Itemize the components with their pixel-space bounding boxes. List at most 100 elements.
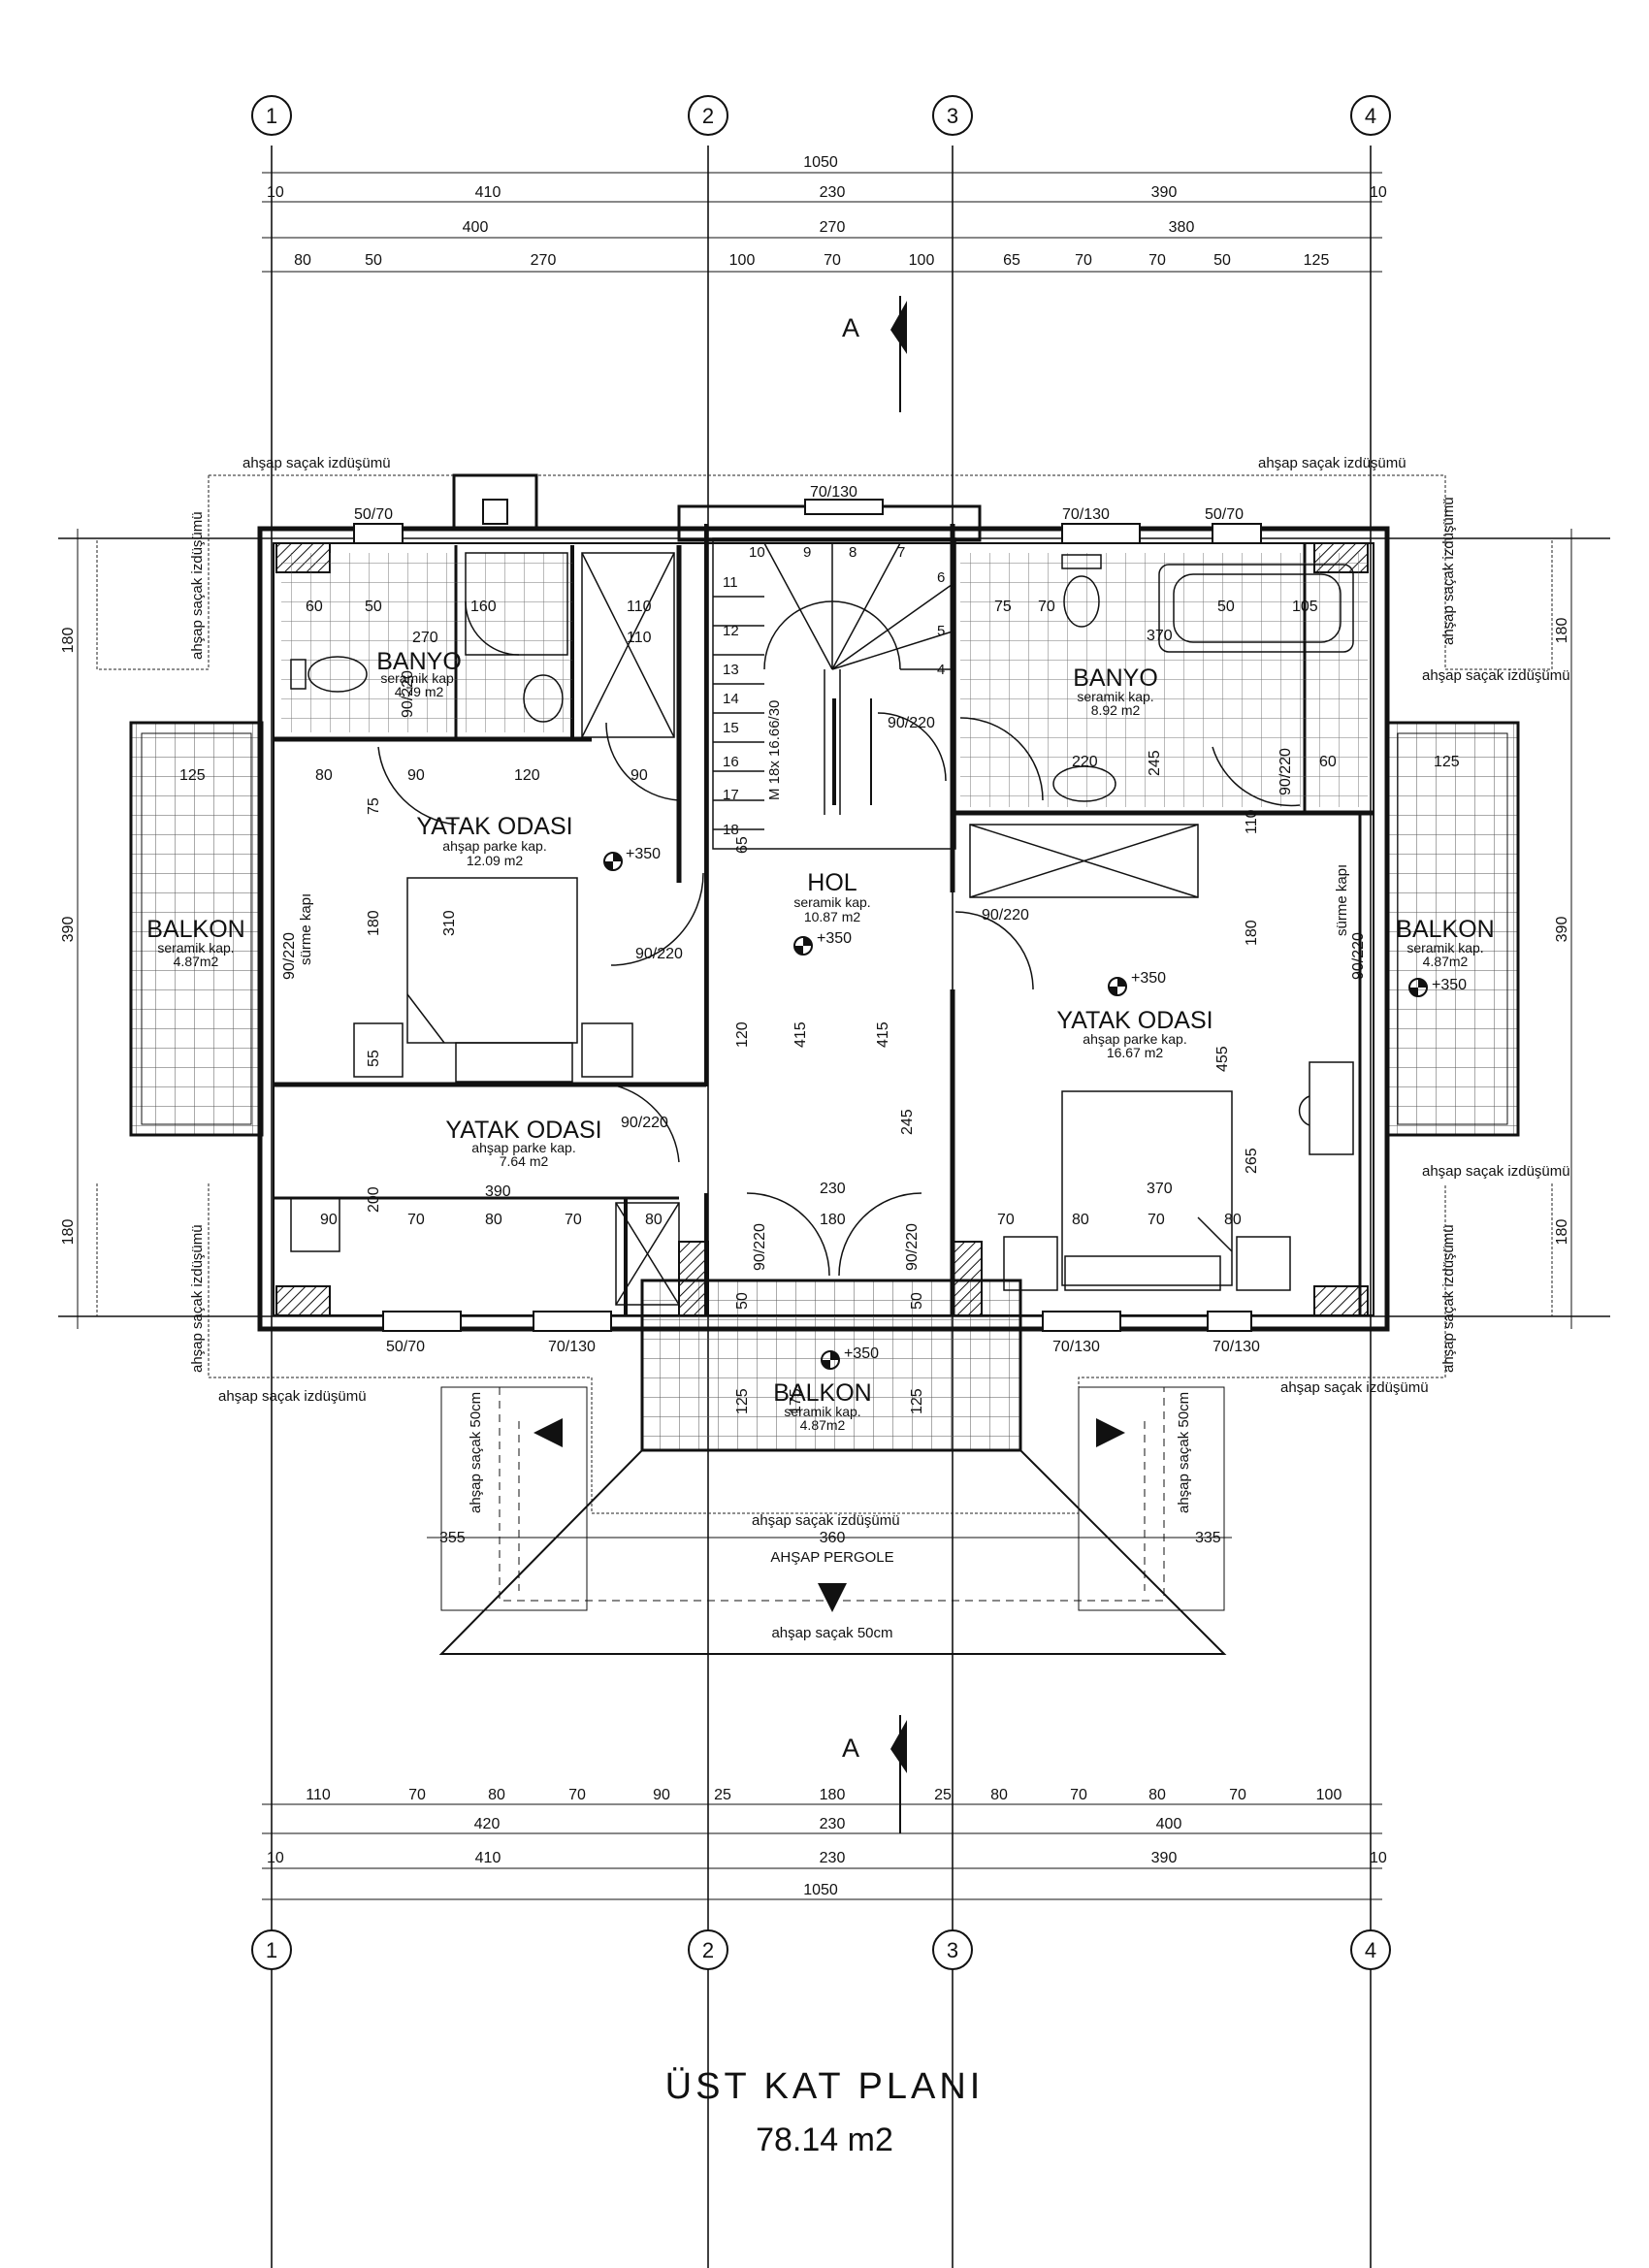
- svg-text:110: 110: [1244, 809, 1260, 834]
- dim-row2-top: 400 270 380: [463, 219, 1195, 236]
- svg-text:50: 50: [734, 1292, 751, 1310]
- svg-text:80: 80: [1148, 1787, 1166, 1803]
- svg-text:10: 10: [267, 1850, 284, 1866]
- fixtures: [290, 552, 1354, 802]
- grid-label: 3: [947, 1938, 958, 1962]
- furniture: [290, 877, 1354, 1291]
- room-name: BANYO: [376, 648, 462, 675]
- svg-text:100: 100: [909, 252, 935, 269]
- svg-text:230: 230: [820, 184, 846, 201]
- room-finish: seramik kap.: [157, 940, 234, 956]
- svg-text:120: 120: [734, 1021, 751, 1048]
- dim-total-top: 1050: [803, 154, 838, 171]
- balcony-west: [129, 721, 264, 1137]
- svg-text:90/220: 90/220: [888, 715, 935, 731]
- eave-label: ahşap saçak izdüşümü: [1422, 667, 1570, 684]
- svg-text:80: 80: [294, 252, 311, 269]
- svg-text:5: 5: [937, 623, 945, 639]
- building-walls: [257, 473, 1390, 1332]
- balcony-east: [1385, 721, 1520, 1137]
- svg-text:90/220: 90/220: [400, 670, 416, 718]
- svg-text:270: 270: [820, 219, 846, 236]
- svg-text:7: 7: [897, 544, 905, 561]
- room-labels: BANYO seramik kap. 4.79 m2 YATAK ODASI a…: [146, 648, 1494, 1433]
- svg-text:90/220: 90/220: [621, 1115, 668, 1131]
- svg-text:+350: +350: [817, 930, 852, 947]
- svg-text:230: 230: [820, 1816, 846, 1832]
- svg-text:50: 50: [909, 1292, 925, 1310]
- columns: [275, 542, 1369, 1316]
- interior-dimensions: 60 50 160 110 110 270 120 90 80 125 90 3…: [179, 599, 1460, 1414]
- title-block: ÜST KAT PLANI 78.14 m2: [0, 2066, 1649, 2159]
- plan-area: 78.14 m2: [756, 2122, 893, 2158]
- level-marker-icon: +350: [821, 1345, 879, 1370]
- svg-text:180: 180: [366, 910, 382, 936]
- svg-text:+350: +350: [626, 846, 661, 862]
- window-size: 50/70: [1205, 506, 1244, 523]
- svg-text:80: 80: [1224, 1212, 1242, 1228]
- svg-text:70: 70: [407, 1212, 425, 1228]
- svg-text:200: 200: [366, 1186, 382, 1213]
- room-name: BANYO: [1073, 664, 1158, 692]
- svg-text:70: 70: [1075, 252, 1092, 269]
- svg-text:10: 10: [267, 184, 284, 201]
- svg-text:90: 90: [630, 767, 648, 784]
- room-area: 4.87m2: [174, 954, 219, 969]
- svg-text:60: 60: [1319, 754, 1337, 770]
- grid-label: 1: [266, 104, 277, 128]
- svg-text:65: 65: [1003, 252, 1020, 269]
- svg-text:75: 75: [994, 599, 1012, 615]
- room-area: 8.92 m2: [1091, 702, 1141, 718]
- svg-text:+350: +350: [1131, 970, 1166, 987]
- door-swings: [377, 712, 1301, 1277]
- dim-row3-bottom: 110 70 80 70 90 25 180 25 80 70 80 70 10…: [306, 1787, 1342, 1803]
- grid-bubbles-top: 1 2 3 4: [251, 95, 1391, 136]
- svg-text:400: 400: [1156, 1816, 1182, 1832]
- svg-text:A: A: [842, 1733, 859, 1763]
- svg-text:245: 245: [899, 1109, 916, 1135]
- room-finish: ahşap parke kap.: [1083, 1031, 1186, 1047]
- svg-text:55: 55: [366, 1050, 382, 1067]
- svg-text:65: 65: [734, 836, 751, 854]
- svg-text:70: 70: [997, 1212, 1015, 1228]
- stair-step-numbers: 10 9 8 7 6 5 4 11 12 13 14 15 16 17 18 M…: [723, 544, 945, 838]
- dim-left: 180: [60, 628, 77, 654]
- svg-text:380: 380: [1169, 219, 1195, 236]
- pergola-label: AHŞAP PERGOLE: [770, 1549, 893, 1566]
- svg-text:+350: +350: [844, 1345, 879, 1362]
- section-marker-bottom: A: [842, 1715, 907, 1833]
- pergola-arrow-right-icon: [1096, 1418, 1125, 1447]
- room-name: YATAK ODASI: [416, 813, 572, 840]
- level-marker-icon: +350: [1408, 977, 1467, 997]
- room-name: BALKON: [1396, 916, 1494, 943]
- grid-label: 3: [947, 104, 958, 128]
- eave-label: ahşap saçak izdüşümü: [1440, 497, 1457, 645]
- room-finish: seramik kap.: [1406, 940, 1483, 956]
- svg-text:50: 50: [365, 599, 382, 615]
- svg-text:90/220: 90/220: [1277, 748, 1294, 795]
- room-finish: seramik kap.: [793, 894, 870, 910]
- svg-text:16: 16: [723, 754, 739, 770]
- dim-right: 390: [1554, 917, 1570, 943]
- svg-text:90/220: 90/220: [635, 946, 683, 962]
- svg-text:50: 50: [1213, 252, 1231, 269]
- svg-text:180: 180: [820, 1212, 846, 1228]
- svg-text:245: 245: [1147, 750, 1163, 776]
- sliding-door-label: sürme kapı: [1334, 864, 1350, 936]
- room-finish: seramik kap.: [1077, 689, 1153, 704]
- eave-label: ahşap saçak izdüşümü: [189, 1224, 206, 1373]
- grid-label: 4: [1365, 1938, 1376, 1962]
- svg-text:390: 390: [1151, 1850, 1178, 1866]
- bath-east-floor: [960, 553, 1368, 807]
- level-marker-icon: +350: [1108, 970, 1166, 996]
- svg-text:10: 10: [749, 544, 765, 561]
- svg-text:70: 70: [1229, 1787, 1246, 1803]
- svg-text:270: 270: [412, 630, 438, 646]
- svg-text:125: 125: [734, 1388, 751, 1414]
- svg-text:265: 265: [1244, 1148, 1260, 1174]
- svg-text:10: 10: [1370, 1850, 1387, 1866]
- room-name: BALKON: [146, 916, 244, 943]
- svg-text:370: 370: [1147, 1181, 1173, 1197]
